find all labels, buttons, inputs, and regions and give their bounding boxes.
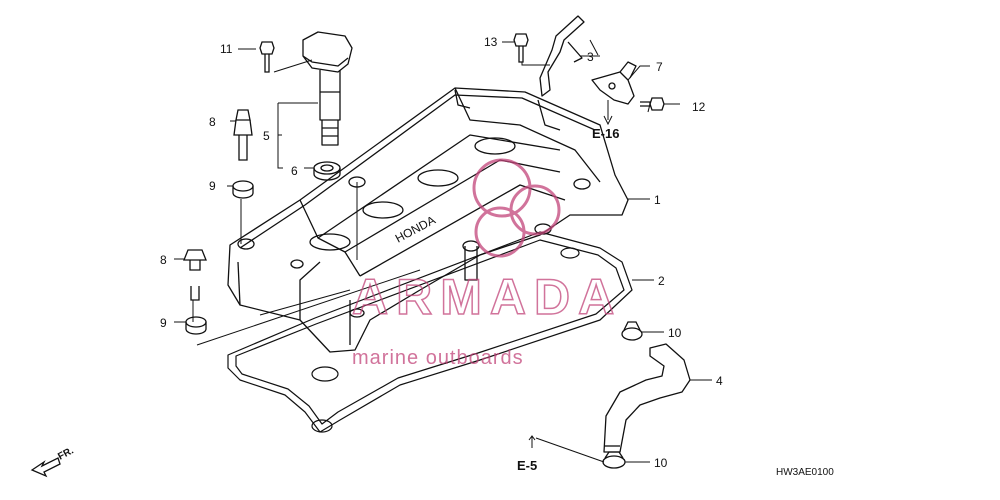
callout-10-upper: 10 (668, 326, 682, 340)
sensor-bracket (591, 61, 637, 105)
ref-e5: E-5 (517, 458, 537, 473)
front-marker-text: FR. (56, 445, 76, 462)
callout-13: 13 (484, 35, 498, 49)
cover-logo-text: HONDA (393, 213, 438, 246)
callout-4: 4 (716, 374, 723, 388)
bolt-11 (259, 41, 275, 73)
watermark: ARMADA marine outboards (351, 158, 622, 369)
ignition-coil (302, 31, 353, 146)
hose-clamp-lower (602, 451, 626, 469)
diagram-code: HW3AE0100 (776, 467, 834, 478)
stud-bolt-lower (183, 249, 207, 301)
front-arrow-icon: FR. (30, 445, 76, 478)
callout-9-lower: 9 (160, 316, 167, 330)
bolt-12 (640, 97, 665, 111)
ref-e16: E-16 (592, 126, 619, 141)
callout-10-lower: 10 (654, 456, 668, 470)
callout-9-upper: 9 (209, 179, 216, 193)
callout-5: 5 (263, 129, 270, 143)
callout-8-lower: 8 (160, 253, 167, 267)
watermark-tagline: marine outboards (352, 347, 524, 369)
callout-12: 12 (692, 100, 706, 114)
washer-upper (232, 180, 254, 199)
callout-2: 2 (658, 274, 665, 288)
callout-11: 11 (220, 42, 233, 56)
washer-lower (185, 316, 207, 335)
callout-1: 1 (654, 193, 661, 207)
callout-6: 6 (291, 164, 298, 178)
leader-lines (174, 39, 712, 463)
plug-tube-seal (313, 161, 341, 181)
breather-hose (603, 343, 691, 453)
hose-clamp-upper (621, 321, 643, 341)
harness-bracket (539, 15, 585, 97)
callout-8-upper: 8 (209, 115, 216, 129)
watermark-logo-icon (472, 158, 561, 258)
callout-3: 3 (587, 50, 594, 64)
stud-bolt-upper (233, 109, 253, 161)
bolt-13 (513, 33, 529, 63)
head-cover-gasket (227, 231, 633, 433)
callout-7: 7 (656, 60, 663, 74)
watermark-brand: ARMADA (352, 269, 622, 325)
